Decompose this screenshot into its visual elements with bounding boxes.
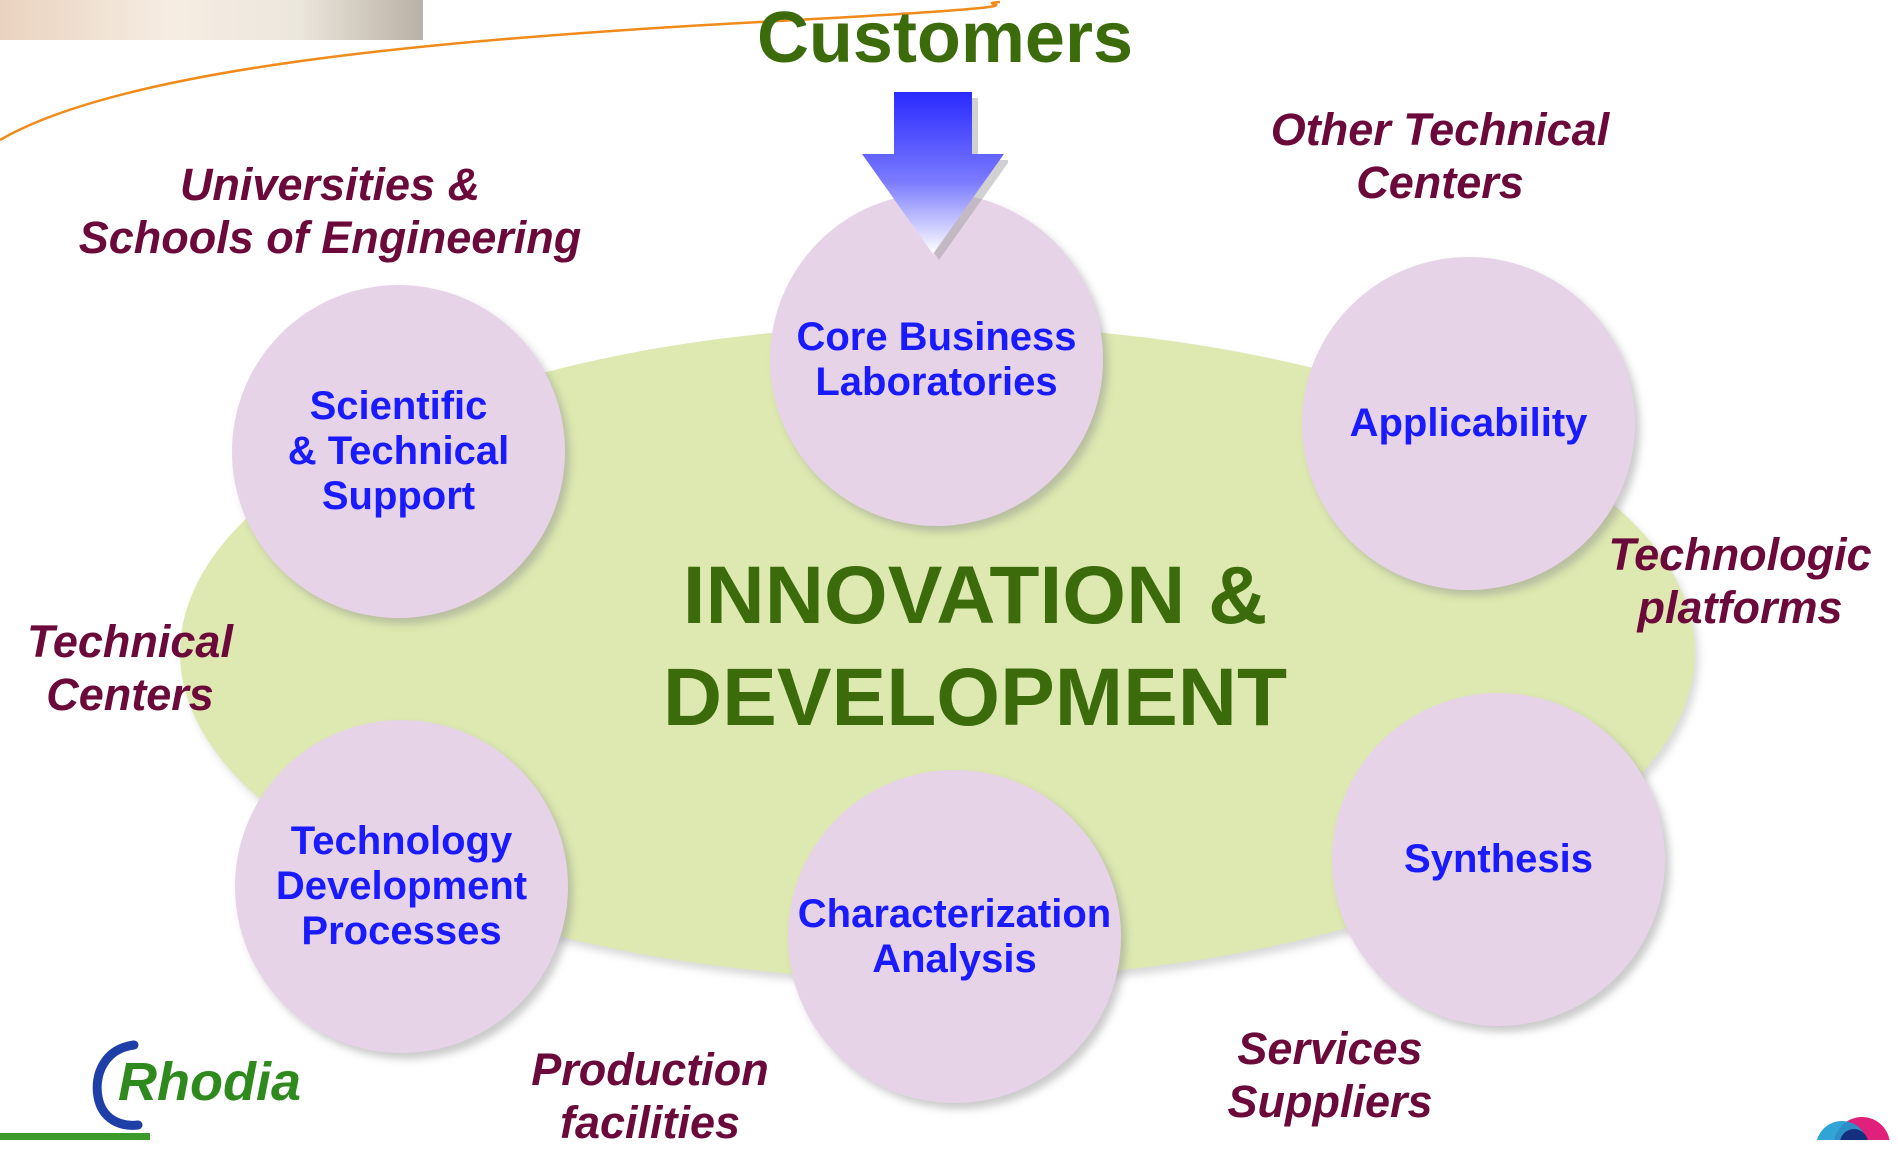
down-arrow-icon bbox=[862, 92, 1008, 260]
rhodia-logo: Rhodia bbox=[90, 1035, 310, 1135]
circle-synthesis-label: Synthesis bbox=[1404, 837, 1593, 881]
circle-scientific-support-label: Scientific & Technical Support bbox=[287, 384, 510, 518]
circle-applicability-label: Applicability bbox=[1349, 401, 1588, 445]
circle-core-business-label: Core Business Laboratories bbox=[796, 314, 1077, 404]
rhodia-logo-text: Rhodia bbox=[118, 1052, 301, 1112]
customers-label: Customers bbox=[756, 0, 1134, 78]
circle-technology-development-label: Technology Development Processes bbox=[275, 819, 528, 953]
label-services-suppliers: Services Suppliers bbox=[1227, 1023, 1433, 1127]
logo-underline-bar bbox=[0, 1133, 150, 1140]
circle-synthesis: Synthesis bbox=[1332, 693, 1665, 1026]
label-technical-centers: Technical Centers bbox=[27, 616, 233, 720]
orange-swoosh-decoration bbox=[0, 0, 1001, 142]
corner-brand-icon bbox=[1816, 1117, 1890, 1140]
circle-characterization: Characterization Analysis bbox=[788, 770, 1121, 1103]
circle-technology-development: Technology Development Processes bbox=[235, 720, 568, 1053]
label-technologic-platforms: Technologic platforms bbox=[1608, 529, 1872, 633]
label-other-technical-centers: Other Technical Centers bbox=[1270, 104, 1610, 208]
label-production-facilities: Production facilities bbox=[531, 1044, 769, 1148]
header-photo bbox=[0, 0, 423, 40]
circle-applicability: Applicability bbox=[1302, 257, 1635, 590]
circle-characterization-label: Characterization Analysis bbox=[797, 891, 1112, 981]
label-universities: Universities & Schools of Engineering bbox=[78, 159, 582, 263]
innovation-development-title: INNOVATION & DEVELOPMENT bbox=[662, 550, 1288, 743]
circle-core-business: Core Business Laboratories bbox=[770, 193, 1103, 526]
rhodia-logo-mark-icon bbox=[92, 1040, 143, 1130]
circle-scientific-support: Scientific & Technical Support bbox=[232, 285, 565, 618]
